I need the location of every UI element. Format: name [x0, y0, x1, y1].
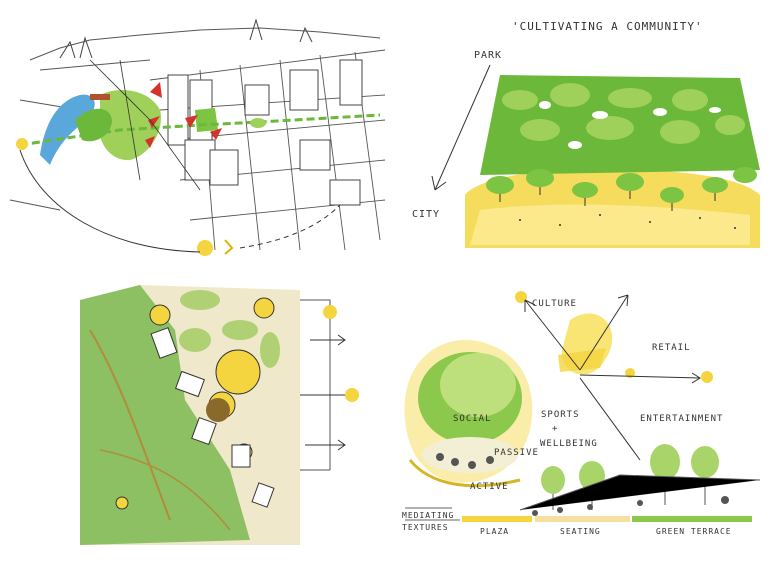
program-diagram: CULTURE RETAIL ENTERTAINMENT SOCIAL SPOR…: [402, 291, 761, 536]
community-diagram: 'CULTIVATING A COMMUNITY' PARK CITY: [412, 20, 760, 248]
label-plaza: PLAZA: [480, 527, 509, 536]
label-entertainment: ENTERTAINMENT: [640, 414, 723, 424]
label-seating: SEATING: [560, 527, 601, 536]
label-mediating: MEDIATING: [402, 511, 454, 520]
label-retail: RETAIL: [652, 343, 691, 353]
label-active: ACTIVE: [470, 482, 509, 492]
axis-label-city: CITY: [412, 209, 440, 220]
label-culture: CULTURE: [532, 299, 577, 309]
label-sports: SPORTS: [541, 410, 580, 420]
label-social: SOCIAL: [453, 414, 492, 424]
aerial-city-sketch: [9, 18, 386, 256]
label-plus: +: [552, 424, 558, 434]
label-green-terrace: GREEN TERRACE: [656, 527, 732, 536]
label-passive: PASSIVE: [494, 448, 539, 458]
axis-label-park: PARK: [474, 50, 502, 61]
site-plan-sketch: [80, 285, 359, 545]
label-textures: TEXTURES: [402, 523, 449, 532]
community-title: 'CULTIVATING A COMMUNITY': [512, 20, 703, 33]
label-wellbeing: WELLBEING: [540, 439, 598, 449]
